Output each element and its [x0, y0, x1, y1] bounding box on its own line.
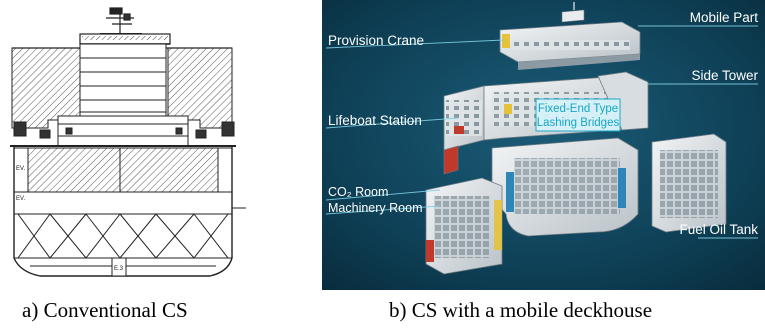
- wheelhouse: [79, 33, 171, 45]
- drawing-label-ev-2: EV.: [16, 196, 25, 202]
- label-provision-crane: Provision Crane: [328, 33, 424, 48]
- upper-hold: [13, 147, 233, 193]
- lashing-bridges-line1: Fixed-End Type: [538, 103, 618, 115]
- engine-room-frame: [13, 191, 233, 259]
- label-mobile-part: Mobile Part: [690, 10, 759, 25]
- mobile-deckhouse-illustration: Fixed-End Type Lashing Bridges: [322, 0, 765, 290]
- lashing-bridges-line2: Lashing Bridges: [537, 117, 620, 129]
- fuel-oil-tank-block: [651, 133, 727, 233]
- hull-bottom: [13, 146, 233, 277]
- label-lifeboat-station: Lifeboat Station: [328, 113, 422, 128]
- caption-conventional-cs: a) Conventional CS: [22, 298, 188, 322]
- label-machinery-room: Machinery Room: [328, 201, 422, 215]
- hull-section-block: [491, 137, 639, 237]
- mast: [100, 7, 142, 35]
- deck-fittings: [13, 121, 235, 139]
- label-side-tower: Side Tower: [691, 68, 758, 83]
- drawing-label-ev-1: EV.: [16, 166, 25, 172]
- exploded-deckhouse-view: Fixed-End Type Lashing Bridges: [322, 0, 765, 290]
- lashing-bridges-callout: Fixed-End Type Lashing Bridges: [535, 98, 621, 132]
- provision-crane-marker: [502, 34, 510, 48]
- label-fuel-oil-tank: Fuel Oil Tank: [679, 222, 758, 237]
- drawing-label-e3: E.3: [114, 266, 124, 272]
- conventional-cs-drawing: EV. EV. E.3: [0, 0, 248, 290]
- lifeboat-station-block: [443, 145, 459, 175]
- mobile-part-block: [499, 2, 641, 70]
- left-tank-block: [425, 177, 503, 275]
- label-co2-room: CO₂ Room: [328, 185, 388, 199]
- ship-section-drawing: EV. EV. E.3: [10, 7, 246, 277]
- label-leader-lines: [325, 25, 758, 239]
- deckhouse-tower: [57, 43, 189, 147]
- caption-mobile-deckhouse: b) CS with a mobile deckhouse: [389, 298, 653, 322]
